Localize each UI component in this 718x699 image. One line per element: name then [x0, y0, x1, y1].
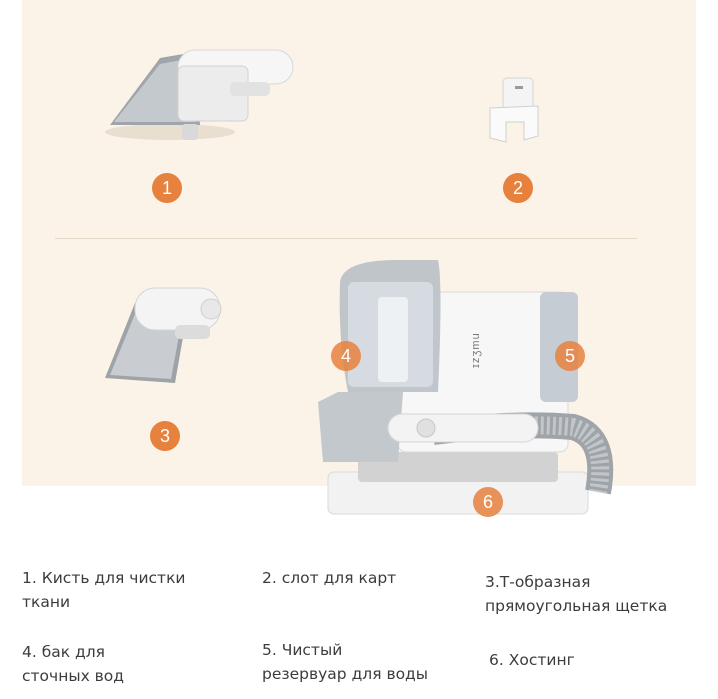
cleaner-device-image	[318, 260, 614, 515]
caption-3: 3.Т-образная прямоугольная щетка	[485, 570, 667, 618]
caption-5-line-1: 5. Чистый	[262, 641, 343, 659]
caption-4: 4. бак для сточных вод	[22, 640, 124, 688]
badge-2: 2	[503, 173, 533, 203]
badge-4: 4	[331, 341, 361, 371]
caption-5: 5. Чистый резервуар для воды	[262, 638, 428, 686]
caption-1-line-1: 1. Кисть для чистки	[22, 569, 186, 587]
section-divider	[55, 238, 637, 239]
caption-3-line-1: 3.Т-образная	[485, 573, 591, 591]
caption-6-line-1: 6. Хостинг	[489, 651, 575, 669]
badge-1: 1	[152, 173, 182, 203]
caption-2: 2. слот для карт	[262, 566, 396, 590]
caption-2-line-1: 2. слот для карт	[262, 569, 397, 587]
caption-6: 6. Хостинг	[489, 648, 575, 672]
caption-5-line-2: резервуар для воды	[262, 665, 429, 683]
caption-4-line-1: 4. бак для	[22, 643, 106, 661]
badge-5: 5	[555, 341, 585, 371]
caption-1: 1. Кисть для чистки ткани	[22, 566, 186, 614]
caption-3-line-2: прямоугольная щетка	[485, 597, 668, 615]
brand-label: ɪzʒmu	[470, 332, 482, 368]
t-brush-image	[105, 287, 222, 383]
badge-6: 6	[473, 487, 503, 517]
caption-1-line-2: ткани	[22, 593, 71, 611]
fabric-brush-image	[105, 49, 294, 140]
card-slot-image	[489, 77, 539, 143]
badge-3: 3	[150, 421, 180, 451]
caption-4-line-2: сточных вод	[22, 667, 124, 685]
